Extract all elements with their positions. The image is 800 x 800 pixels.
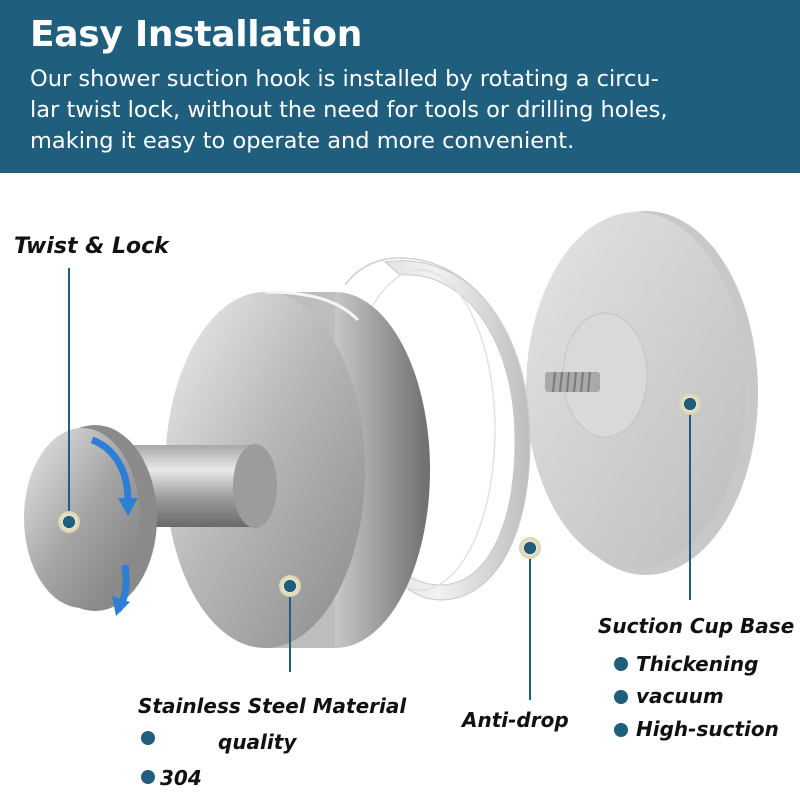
- anti-drop-label: Anti-drop: [462, 708, 569, 732]
- callout-lines: [68, 268, 691, 700]
- page-title: Easy Installation: [30, 14, 363, 55]
- steel-item-304: 304: [160, 766, 202, 790]
- suction-item-high-suction: High-suction: [636, 717, 779, 741]
- suction-cup-label: Suction Cup Base: [598, 614, 795, 638]
- header-description: Our shower suction hook is installed by …: [30, 64, 780, 157]
- suction-item-thickening: Thickening: [636, 652, 759, 676]
- suction-bullet-2: [614, 690, 628, 704]
- description-line-3: making it easy to operate and more conve…: [30, 128, 575, 154]
- twist-cap: [24, 425, 157, 616]
- steel-item-quality: quality: [218, 730, 297, 754]
- twist-lock-label: Twist & Lock: [14, 234, 169, 259]
- suction-item-vacuum: vacuum: [636, 684, 724, 708]
- suction-bullet-3: [614, 723, 628, 737]
- description-line-1: Our shower suction hook is installed by …: [30, 66, 659, 92]
- callout-markers: [58, 393, 701, 597]
- suction-cup-base: [526, 211, 758, 575]
- header-banner: Easy Installation Our shower suction hoo…: [0, 0, 800, 173]
- suction-bullet-1: [614, 657, 628, 671]
- steel-material-label: Stainless Steel Material: [138, 694, 407, 718]
- description-line-2: lar twist lock, without the need for too…: [30, 97, 668, 123]
- steel-bullet-2: [141, 770, 155, 784]
- steel-bullet-1: [141, 731, 155, 745]
